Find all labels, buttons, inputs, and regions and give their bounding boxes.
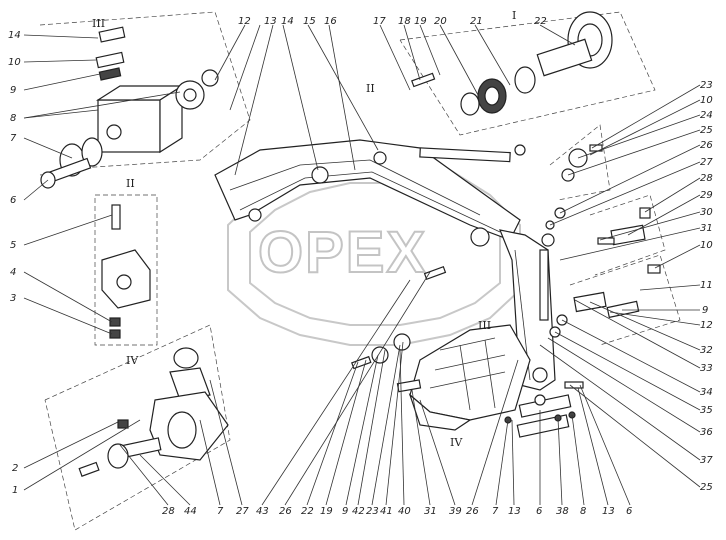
callout-bottom-39: 39	[449, 506, 462, 517]
callout-bottom-6b: 6	[626, 506, 632, 517]
group-i-assembly	[399, 11, 656, 136]
callout-bottom-7b: 7	[492, 506, 499, 517]
callout-right-32: 32	[700, 345, 713, 356]
callout-left-7: 7	[10, 133, 17, 144]
callout-left-6: 6	[10, 195, 16, 206]
callout-right-25a: 25	[700, 125, 713, 136]
callout-bottom-13b: 13	[602, 506, 615, 517]
callout-top-18: 18	[398, 16, 411, 27]
leader-lines	[23, 24, 701, 506]
callout-top-16: 16	[324, 16, 337, 27]
opex-watermark: OPEX	[227, 157, 521, 346]
group-label-ii: II	[126, 177, 135, 190]
callout-bottom-40: 40	[398, 506, 411, 517]
callout-left-3: 3	[10, 293, 16, 304]
callout-top-15: 15	[303, 16, 316, 27]
callout-top-21: 21	[470, 16, 483, 27]
callout-right-26: 26	[700, 140, 713, 151]
callout-top-17: 17	[373, 16, 386, 27]
callout-bottom-38: 38	[556, 506, 569, 517]
group-iii-assembly	[39, 11, 251, 189]
callout-left-9: 9	[10, 85, 16, 96]
callout-top-19: 19	[414, 16, 427, 27]
group-label-iii: III	[92, 17, 105, 30]
callout-bottom-19: 19	[320, 506, 333, 517]
group-iv-assembly	[44, 324, 231, 531]
callout-top-14: 14	[281, 16, 294, 27]
bottom-callouts: 28 44 7 27 43 26 22 19 9 42 23 41 40 31 …	[162, 506, 632, 517]
callout-top-13: 13	[264, 16, 277, 27]
callout-right-10b: 10	[700, 240, 713, 251]
callout-left-8: 8	[10, 113, 16, 124]
callout-right-9: 9	[702, 305, 708, 316]
callout-right-33: 33	[700, 363, 713, 374]
right-callouts: 23 10 24 25 26 27 28 29 30 31 10 11 9 12…	[700, 80, 713, 493]
callout-bottom-6a: 6	[536, 506, 542, 517]
group-label-iv-bucket: IV	[450, 436, 463, 449]
callout-left-4: 4	[10, 267, 16, 278]
boom-assembly	[214, 139, 526, 247]
callout-bottom-23: 23	[366, 506, 379, 517]
callout-top-20: 20	[434, 16, 447, 27]
callout-bottom-13a: 13	[508, 506, 521, 517]
callout-left-1: 1	[12, 485, 18, 496]
callout-right-11: 11	[700, 280, 713, 291]
callout-right-37: 37	[700, 455, 713, 466]
callout-left-14: 14	[8, 30, 21, 41]
callout-right-24: 24	[700, 110, 713, 121]
callout-right-35: 35	[700, 405, 713, 416]
callout-bottom-44: 44	[184, 506, 197, 517]
callout-right-29: 29	[700, 190, 713, 201]
callout-top-12: 12	[238, 16, 251, 27]
group-label-ii-boom: II	[366, 82, 375, 95]
group-label-iv: IV	[126, 354, 139, 367]
callout-bottom-26a: 26	[279, 506, 292, 517]
callout-bottom-41: 41	[380, 506, 393, 517]
callout-bottom-7a: 7	[217, 506, 224, 517]
callout-bottom-22: 22	[301, 506, 314, 517]
callout-bottom-26b: 26	[466, 506, 479, 517]
callout-bottom-9: 9	[342, 506, 348, 517]
callout-right-30: 30	[700, 207, 713, 218]
callout-bottom-27: 27	[236, 506, 249, 517]
callout-right-34: 34	[700, 387, 713, 398]
group-label-i: I	[512, 9, 516, 22]
callout-left-2: 2	[12, 463, 18, 474]
callout-right-28: 28	[700, 173, 713, 184]
lower-linkage	[423, 265, 584, 438]
callout-right-10a: 10	[700, 95, 713, 106]
callout-bottom-42: 42	[352, 506, 365, 517]
callout-bottom-43: 43	[256, 506, 269, 517]
left-callouts: 14 10 9 8 7 6 5 4 3 2 1	[8, 30, 21, 496]
callout-right-31: 31	[700, 223, 713, 234]
callout-left-10: 10	[8, 57, 21, 68]
group-label-iii-bucket: III	[478, 319, 491, 332]
callout-right-36: 36	[700, 427, 713, 438]
callout-right-12: 12	[700, 320, 713, 331]
callout-bottom-28: 28	[162, 506, 175, 517]
callout-right-27: 27	[700, 157, 713, 168]
callout-left-5: 5	[10, 240, 16, 251]
watermark-text: OPEX	[258, 220, 427, 285]
group-ii-assembly	[94, 194, 158, 346]
bucket-assembly	[351, 324, 531, 431]
top-callouts: 17 18 19 20 21 22 12 14 15 16 13	[238, 16, 547, 27]
callout-bottom-8: 8	[580, 506, 586, 517]
callout-bottom-31: 31	[424, 506, 437, 517]
callout-top-22: 22	[534, 16, 547, 27]
callout-right-23: 23	[700, 80, 713, 91]
callout-right-25b: 25	[700, 482, 713, 493]
